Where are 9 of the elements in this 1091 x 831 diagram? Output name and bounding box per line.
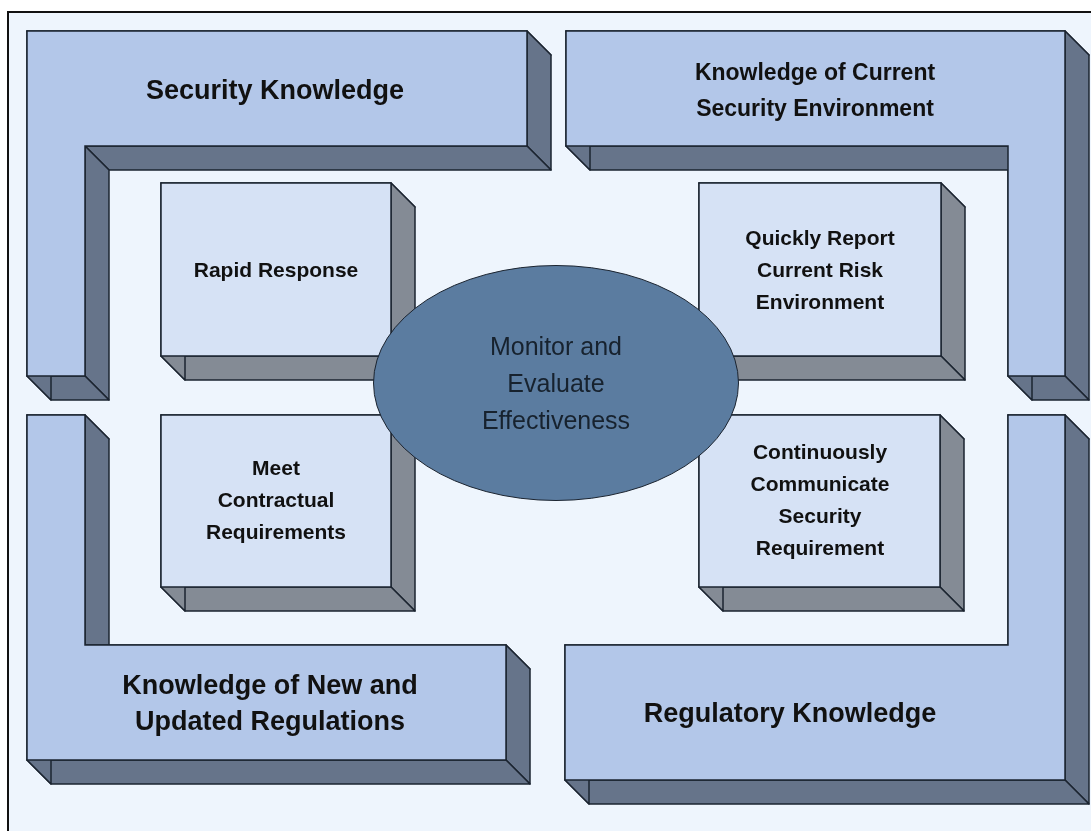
box-label: Continuously Communicate Security Requirement <box>749 439 891 561</box>
ellipse-label: Monitor and Evaluate Effectiveness <box>481 330 631 436</box>
box-label: Quickly Report Current Risk Environment <box>744 225 896 315</box>
block-label: Knowledge of Current Security Environment <box>693 58 937 123</box>
box-label: Meet Contractual Requirements <box>204 455 347 545</box>
block-label: Knowledge of New and Updated Regulations <box>121 668 419 738</box>
block-label: Security Knowledge <box>144 74 406 107</box>
block-label: Regulatory Knowledge <box>642 696 938 730</box>
box-label: Rapid Response <box>192 257 360 283</box>
